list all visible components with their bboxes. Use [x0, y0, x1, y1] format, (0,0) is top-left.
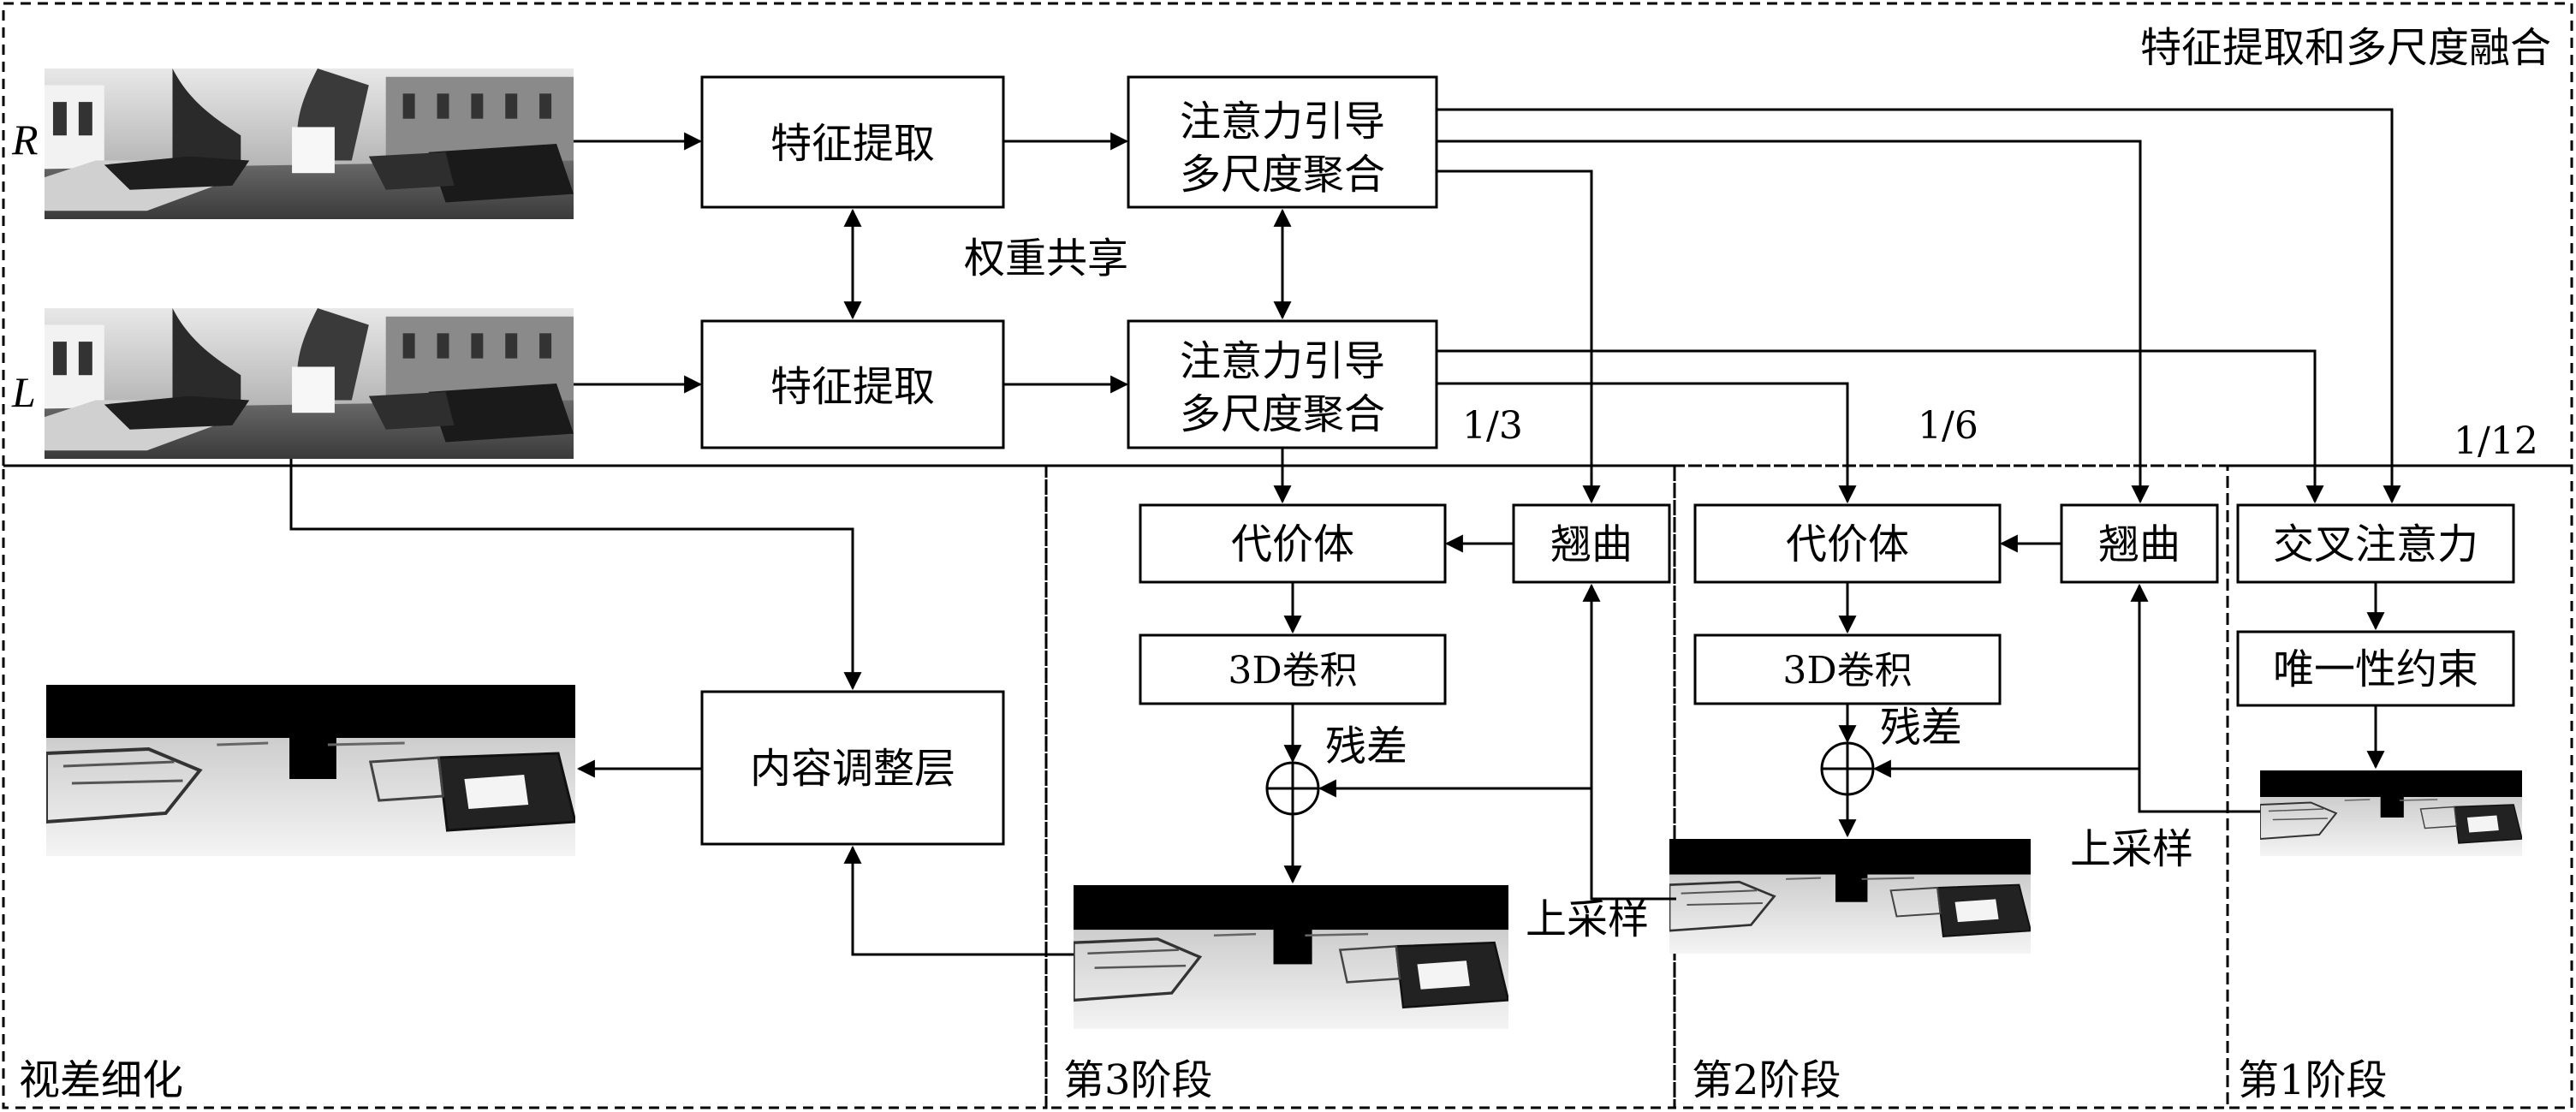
conv3d-2-label: 3D卷积: [1782, 649, 1912, 693]
agma-right-line2: 多尺度聚合: [1180, 151, 1385, 199]
feature-extract-left-box: [700, 319, 1005, 449]
feature-extract-right-label: 特征提取: [770, 120, 935, 168]
cross-attention-box: [2236, 503, 2515, 584]
uniqueness-box: [2236, 630, 2515, 707]
conv3d-3-box: [1139, 633, 1447, 705]
scale-1-12-label: 1/12: [2454, 419, 2538, 463]
upsample-3-label: 上采样: [1526, 895, 1649, 943]
left-image-label: L: [11, 368, 36, 416]
content-adjust-label: 内容调整层: [750, 745, 955, 793]
cost-volume-2-label: 代价体: [1786, 520, 1909, 568]
agma-right-box: [1127, 75, 1438, 209]
stage1-title: 第1阶段: [2238, 1056, 2388, 1104]
disparity-map-stage2: [1669, 839, 2031, 954]
agma-right-line1: 注意力引导: [1180, 98, 1385, 146]
disparity-map-stage3: [1074, 885, 1508, 1029]
conv3d-3-label: 3D卷积: [1228, 649, 1357, 693]
feature-extract-right-box: [700, 75, 1005, 209]
agma-left-line1: 注意力引导: [1180, 337, 1385, 385]
residual-3-label: 残差: [1325, 723, 1407, 770]
scale-1-6-label: 1/6: [1918, 404, 1978, 448]
stage3-title: 第3阶段: [1063, 1056, 1213, 1104]
fusion-region-title: 特征提取和多尺度融合: [2140, 24, 2551, 72]
cost-volume-2-box: [1693, 503, 2002, 584]
right-image-label: R: [11, 116, 39, 164]
refinement-region-title: 视差细化: [19, 1056, 183, 1104]
left-input-image: [45, 308, 574, 459]
stage3-region: [1044, 464, 1676, 1109]
connector-arrows: [289, 108, 2401, 956]
agma-left-line2: 多尺度聚合: [1180, 390, 1385, 438]
cost-volume-3-box: [1139, 503, 1447, 584]
conv3d-2-box: [1693, 633, 2002, 705]
scale-1-3-label: 1/3: [1462, 404, 1523, 448]
residual-2-label: 残差: [1880, 704, 1962, 752]
upsample-2-label: 上采样: [2070, 825, 2193, 873]
cost-volume-3-label: 代价体: [1231, 520, 1354, 568]
stage2-title: 第2阶段: [1692, 1056, 1841, 1104]
uniqueness-label: 唯一性约束: [2273, 645, 2478, 693]
content-adjust-box: [700, 690, 1005, 846]
feature-extract-left-label: 特征提取: [770, 363, 935, 411]
warp-3-box: [1512, 503, 1671, 584]
residual-sum-3-plus: [1267, 763, 1318, 814]
warp-2-label: 翘曲: [2098, 520, 2180, 568]
weight-share-label: 权重共享: [964, 235, 1128, 282]
disparity-map-stage1: [2260, 770, 2522, 856]
right-input-image: [45, 68, 574, 219]
stage1-region: [2226, 464, 2573, 1109]
cross-attention-label: 交叉注意力: [2273, 520, 2478, 568]
refined-disparity-map: [46, 685, 575, 856]
warp-2-box: [2060, 503, 2219, 584]
warp-3-label: 翘曲: [1550, 520, 1633, 568]
refinement-region: [2, 464, 1048, 1109]
residual-sum-2-plus: [1822, 743, 1873, 794]
